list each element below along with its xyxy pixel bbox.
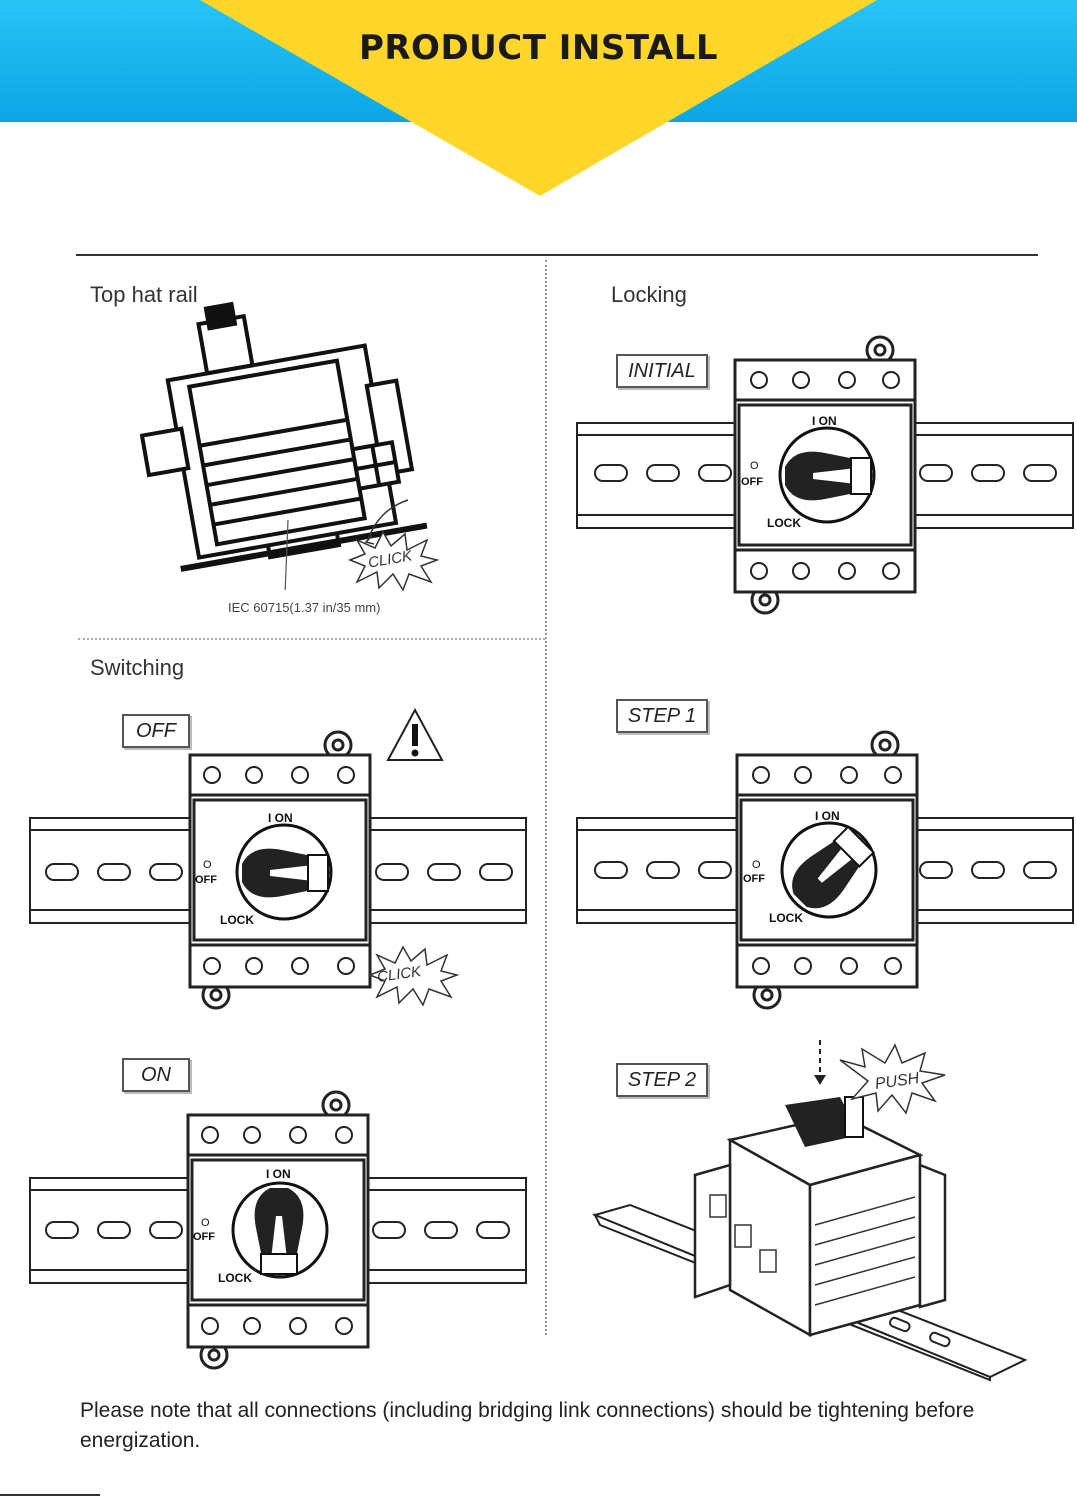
on-label: I ON [815, 809, 840, 823]
banner-yellow-chevron [200, 0, 877, 196]
installation-note: Please note that all connections (includ… [80, 1399, 975, 1452]
top-rule [76, 254, 1038, 256]
switch-off-illustration: I ON O OFF LOCK [29, 730, 527, 1010]
push-label: PUSH [874, 1070, 921, 1093]
on-label: I ON [812, 414, 837, 428]
step2-tag: STEP 2 [616, 1063, 708, 1097]
switching-title: Switching [90, 655, 185, 680]
on-label: I ON [266, 1167, 291, 1181]
locking-title: Locking [611, 282, 687, 307]
off-label: OFF [193, 1231, 215, 1243]
off-label: OFF [741, 476, 763, 488]
horizontal-divider [78, 638, 545, 640]
off-o-label: O [750, 460, 759, 472]
click-burst-top [347, 530, 440, 592]
switch-step1-illustration: I ON O OFF LOCK [576, 730, 1074, 1010]
banner-title: PRODUCT INSTALL [358, 28, 719, 68]
off-tag: OFF [122, 714, 190, 748]
bottom-rule [0, 1494, 100, 1496]
on-tag: ON [122, 1058, 190, 1092]
lock-label: LOCK [218, 1271, 252, 1285]
initial-tag: INITIAL [616, 354, 708, 388]
top-hat-rail-illustration [140, 301, 428, 590]
lock-label: LOCK [220, 913, 254, 927]
step1-tag: STEP 1 [616, 699, 708, 733]
banner [0, 0, 1077, 196]
top-hat-rail-title: Top hat rail [90, 282, 198, 307]
switch-on-illustration: I ON O OFF LOCK [29, 1090, 527, 1370]
off-label: OFF [195, 874, 217, 886]
lock-label: LOCK [767, 516, 801, 530]
vertical-divider [545, 260, 547, 1335]
iec-standard-label: IEC 60715(1.37 in/35 mm) [228, 600, 381, 615]
off-o-label: O [201, 1217, 210, 1229]
on-label: I ON [268, 811, 293, 825]
off-o-label: O [203, 859, 212, 871]
switch-step2-illustration: PUSH [591, 1040, 1028, 1382]
off-label: OFF [743, 873, 765, 885]
click-burst-off [367, 945, 460, 1007]
lock-label: LOCK [769, 911, 803, 925]
off-o-label: O [752, 859, 761, 871]
warning-icon [386, 707, 444, 761]
switch-initial-illustration: I ON O OFF LOCK [576, 335, 1074, 615]
